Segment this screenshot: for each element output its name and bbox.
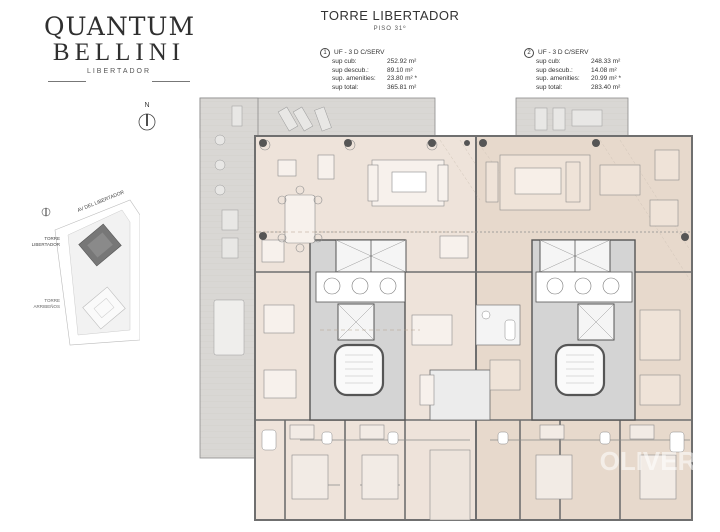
unit-2-value-cub: 248.33 m²: [591, 58, 621, 65]
unit-2-bed-1: [535, 454, 573, 500]
unit-2-value-descub: 14.08 m²: [591, 66, 617, 74]
logo-rule-right: [152, 81, 190, 82]
unit-1-bed-1: [291, 454, 329, 500]
unit-2-label-descub: sup descub.:: [536, 66, 573, 74]
unit-1-label-cub: sup cub:: [332, 58, 357, 65]
unit-1-value-total: 365.81 m²: [387, 83, 417, 91]
unit-1-number: 1: [320, 48, 330, 58]
unit-2-value-amenities: 20.99 m² *: [591, 75, 621, 82]
unit-2-label-total: sup total:: [536, 83, 563, 91]
tower-2-line-2: ARRIBEÑOS: [33, 303, 60, 309]
north-compass: N: [137, 102, 157, 134]
unit-2-label-amenities: sup. amenities:: [536, 75, 580, 82]
tower-1-line-1: TORRE: [44, 236, 60, 241]
unit-1-bed-2: [361, 454, 399, 500]
compass-icon: [138, 113, 156, 131]
unit-1-name: UF - 3 D C/SERV: [334, 48, 385, 56]
unit-2-name: UF - 3 D C/SERV: [538, 48, 589, 56]
logo-line-2: BELLINI: [52, 39, 186, 66]
unit-1-value-amenities: 23.80 m² *: [387, 75, 417, 82]
north-label: N: [144, 102, 150, 109]
logo-rule-left: [48, 81, 86, 82]
tower-arribenos-shape: [82, 286, 126, 330]
site-plan: AV DEL LIBERTADOR TORRE LIBERTADOR TORRE…: [32, 190, 140, 346]
unit-2-label-cub: sup cub:: [536, 58, 561, 65]
unit-1-label-amenities: sup. amenities:: [332, 75, 376, 82]
watermark: OLIVER: [600, 446, 697, 476]
unit-1-info: 1 UF - 3 D C/SERV sup cub: 252.92 m² sup d…: [320, 48, 417, 92]
tower-1-line-2: LIBERTADOR: [32, 242, 61, 247]
brand-logo: QUANTUM BELLINI LIBERTADOR: [44, 12, 196, 82]
unit-2-bed-2: [639, 454, 677, 500]
logo-line-3: LIBERTADOR: [86, 68, 152, 75]
unit-1-label-descub: sup descub.:: [332, 66, 369, 74]
page-title: TORRE LIBERTADOR: [320, 8, 460, 23]
unit-2-number: 2: [524, 48, 534, 58]
unit-2-info: 2 UF - 3 D C/SERV sup cub: 248.33 m² sup d…: [524, 48, 621, 92]
unit-1-value-cub: 252.92 m²: [387, 58, 417, 65]
floor-label: PISO 31º: [373, 26, 407, 32]
logo-line-1: QUANTUM: [44, 12, 196, 41]
unit-1-label-total: sup total:: [332, 83, 359, 91]
tower-2-line-1: TORRE: [44, 298, 60, 303]
terrace-left: [199, 97, 259, 459]
site-lot-outline: [54, 199, 140, 346]
unit-2-value-total: 283.40 m²: [591, 83, 621, 91]
unit-1-value-descub: 89.10 m²: [387, 66, 413, 74]
